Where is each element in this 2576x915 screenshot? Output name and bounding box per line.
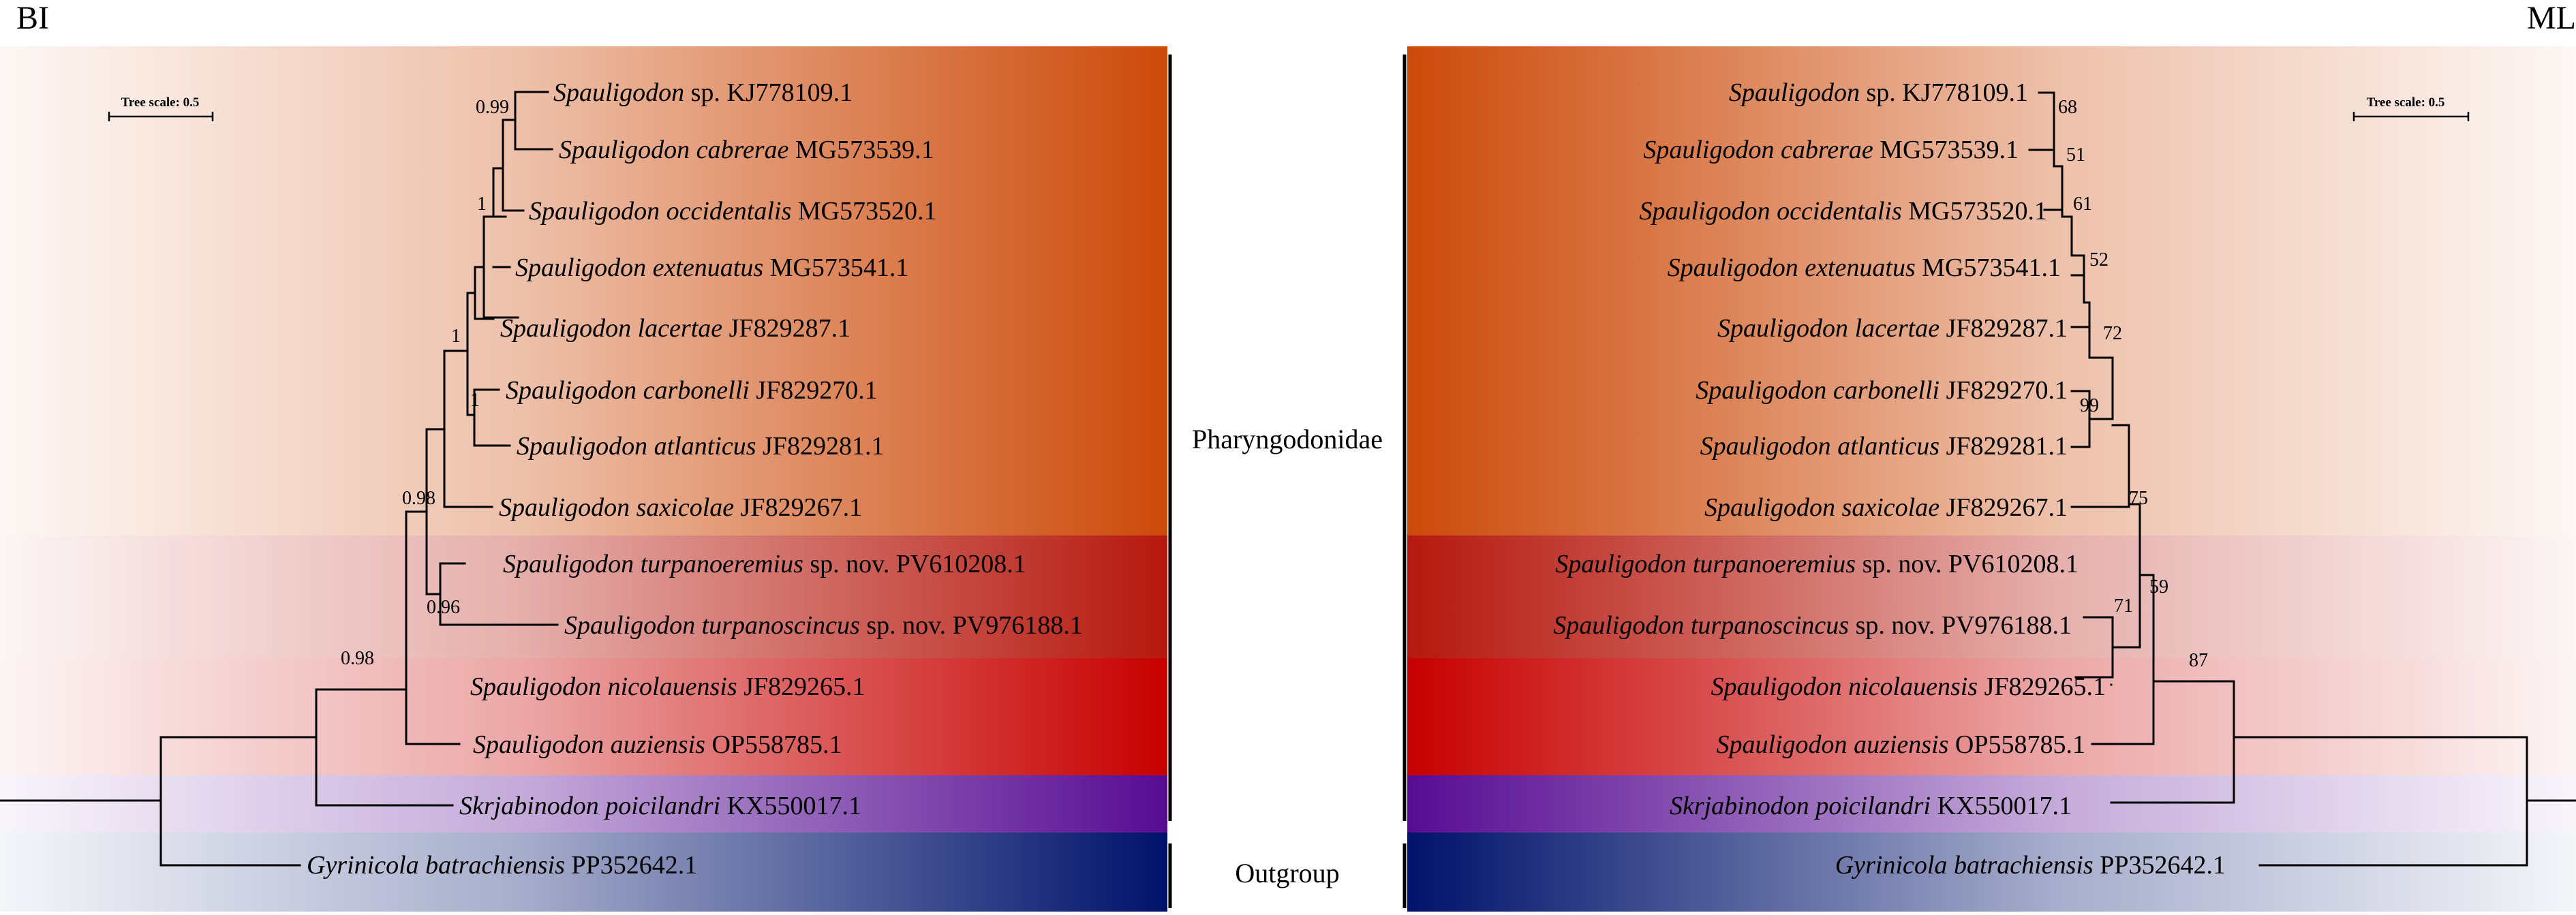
taxon-label: Spauligodon turpanoeremius sp. nov. PV61… xyxy=(1555,550,2079,578)
taxon-label: Spauligodon occidentalis MG573520.1 xyxy=(529,197,936,226)
support-value: 1 xyxy=(470,390,480,411)
support-value: 0.98 xyxy=(341,648,374,669)
support-value: 75 xyxy=(2129,488,2148,509)
support-value: 59 xyxy=(2149,576,2168,598)
ml-tree-branches xyxy=(2028,91,2576,867)
taxon-label: Gyrinicola batrachiensis PP352642.1 xyxy=(1835,851,2226,880)
taxon-label: Gyrinicola batrachiensis PP352642.1 xyxy=(307,851,697,880)
support-value: 99 xyxy=(2080,395,2099,416)
taxon-label: Spauligodon auziensis OP558785.1 xyxy=(1716,730,2085,759)
band-4-left xyxy=(0,775,1167,833)
ml-panel-label: ML xyxy=(2527,0,2576,36)
taxon-label: Spauligodon carbonelli JF829270.1 xyxy=(1696,376,2068,405)
taxon-label: Spauligodon atlanticus JF829281.1 xyxy=(517,432,884,461)
tree-scale-right: Tree scale: 0.5 xyxy=(2352,95,2470,121)
band-5-left xyxy=(0,833,1167,912)
support-value: 87 xyxy=(2189,650,2208,671)
support-value: 72 xyxy=(2103,323,2122,344)
taxon-label: Skrjabinodon poicilandri KX550017.1 xyxy=(1670,792,2072,820)
band-1-left xyxy=(0,46,1167,536)
bi-tree-branches xyxy=(0,91,559,867)
support-value: 1 xyxy=(451,326,461,347)
taxon-label: Spauligodon cabrerae MG573539.1 xyxy=(559,136,934,164)
taxon-label: Spauligodon turpanoscincus sp. nov. PV97… xyxy=(1553,611,2072,640)
taxon-label: Spauligodon occidentalis MG573520.1 xyxy=(1640,197,2047,226)
taxon-label: Spauligodon lacertae JF829287.1 xyxy=(1717,314,2068,343)
tree-scale-right-label: Tree scale: 0.5 xyxy=(2367,95,2445,110)
support-value: 52 xyxy=(2089,249,2109,270)
bi-taxa: Spauligodon sp. KJ778109.1 Spauligodon c… xyxy=(307,78,1083,880)
taxon-label: Skrjabinodon poicilandri KX550017.1 xyxy=(459,792,861,820)
taxon-label: Spauligodon saxicolae JF829267.1 xyxy=(1704,493,2068,522)
support-value: 71 xyxy=(2114,595,2133,617)
taxon-label: Spauligodon saxicolae JF829267.1 xyxy=(499,493,862,522)
taxon-label: Spauligodon nicolauensis JF829265.1 xyxy=(470,672,865,701)
support-value: 0.96 xyxy=(427,597,460,618)
taxon-label: Spauligodon carbonelli JF829270.1 xyxy=(506,376,878,405)
support-value: 0.99 xyxy=(476,97,509,118)
outgroup-label: Outgroup xyxy=(1235,858,1339,888)
taxon-label: Spauligodon auziensis OP558785.1 xyxy=(473,730,842,759)
tree-scale-left: Tree scale: 0.5 xyxy=(108,95,214,121)
taxon-label: Spauligodon cabrerae MG573539.1 xyxy=(1643,136,2019,164)
band-4-right xyxy=(1407,775,2576,833)
support-value: 1 xyxy=(477,193,487,215)
ml-taxa: Spauligodon sp. KJ778109.1 Spauligodon c… xyxy=(1553,78,2226,880)
bi-support-values: 0.99 1 1 1 0.98 0.96 0.98 xyxy=(341,97,509,669)
support-value: 0.98 xyxy=(402,488,435,509)
taxon-label: Spauligodon turpanoeremius sp. nov. PV61… xyxy=(503,550,1026,578)
band-2-right xyxy=(1407,536,2576,658)
taxon-label: Spauligodon extenuatus MG573541.1 xyxy=(515,253,908,282)
band-5-right xyxy=(1407,833,2576,912)
support-value: 61 xyxy=(2073,193,2092,215)
band-3-left xyxy=(0,658,1167,775)
taxon-label: Spauligodon turpanoscincus sp. nov. PV97… xyxy=(564,611,1083,640)
taxon-label: Spauligodon extenuatus MG573541.1 xyxy=(1668,253,2061,282)
band-2-left xyxy=(0,536,1167,658)
taxon-label: Spauligodon atlanticus JF829281.1 xyxy=(1700,432,2068,461)
taxon-label: Spauligodon sp. KJ778109.1 xyxy=(1729,78,2028,107)
ingroup-label: Pharyngodonidae xyxy=(1192,424,1383,454)
group-brackets: Pharyngodonidae Outgroup xyxy=(1168,55,1407,908)
background-bands xyxy=(0,46,2576,912)
support-value: 51 xyxy=(2066,144,2085,166)
ml-support-values: 68 51 61 52 72 99 75 71 59 87 xyxy=(2058,97,2208,671)
bi-panel-label: BI xyxy=(16,0,49,36)
band-1-right xyxy=(1407,46,2576,536)
support-value: 68 xyxy=(2058,97,2077,118)
taxon-label: Spauligodon sp. KJ778109.1 xyxy=(553,78,853,107)
taxon-label: Spauligodon nicolauensis JF829265.1 xyxy=(1711,672,2106,701)
taxon-label: Spauligodon lacertae JF829287.1 xyxy=(500,314,850,343)
band-3-right xyxy=(1407,658,2576,775)
tree-branches xyxy=(0,91,2576,867)
tree-scale-left-label: Tree scale: 0.5 xyxy=(121,95,200,110)
